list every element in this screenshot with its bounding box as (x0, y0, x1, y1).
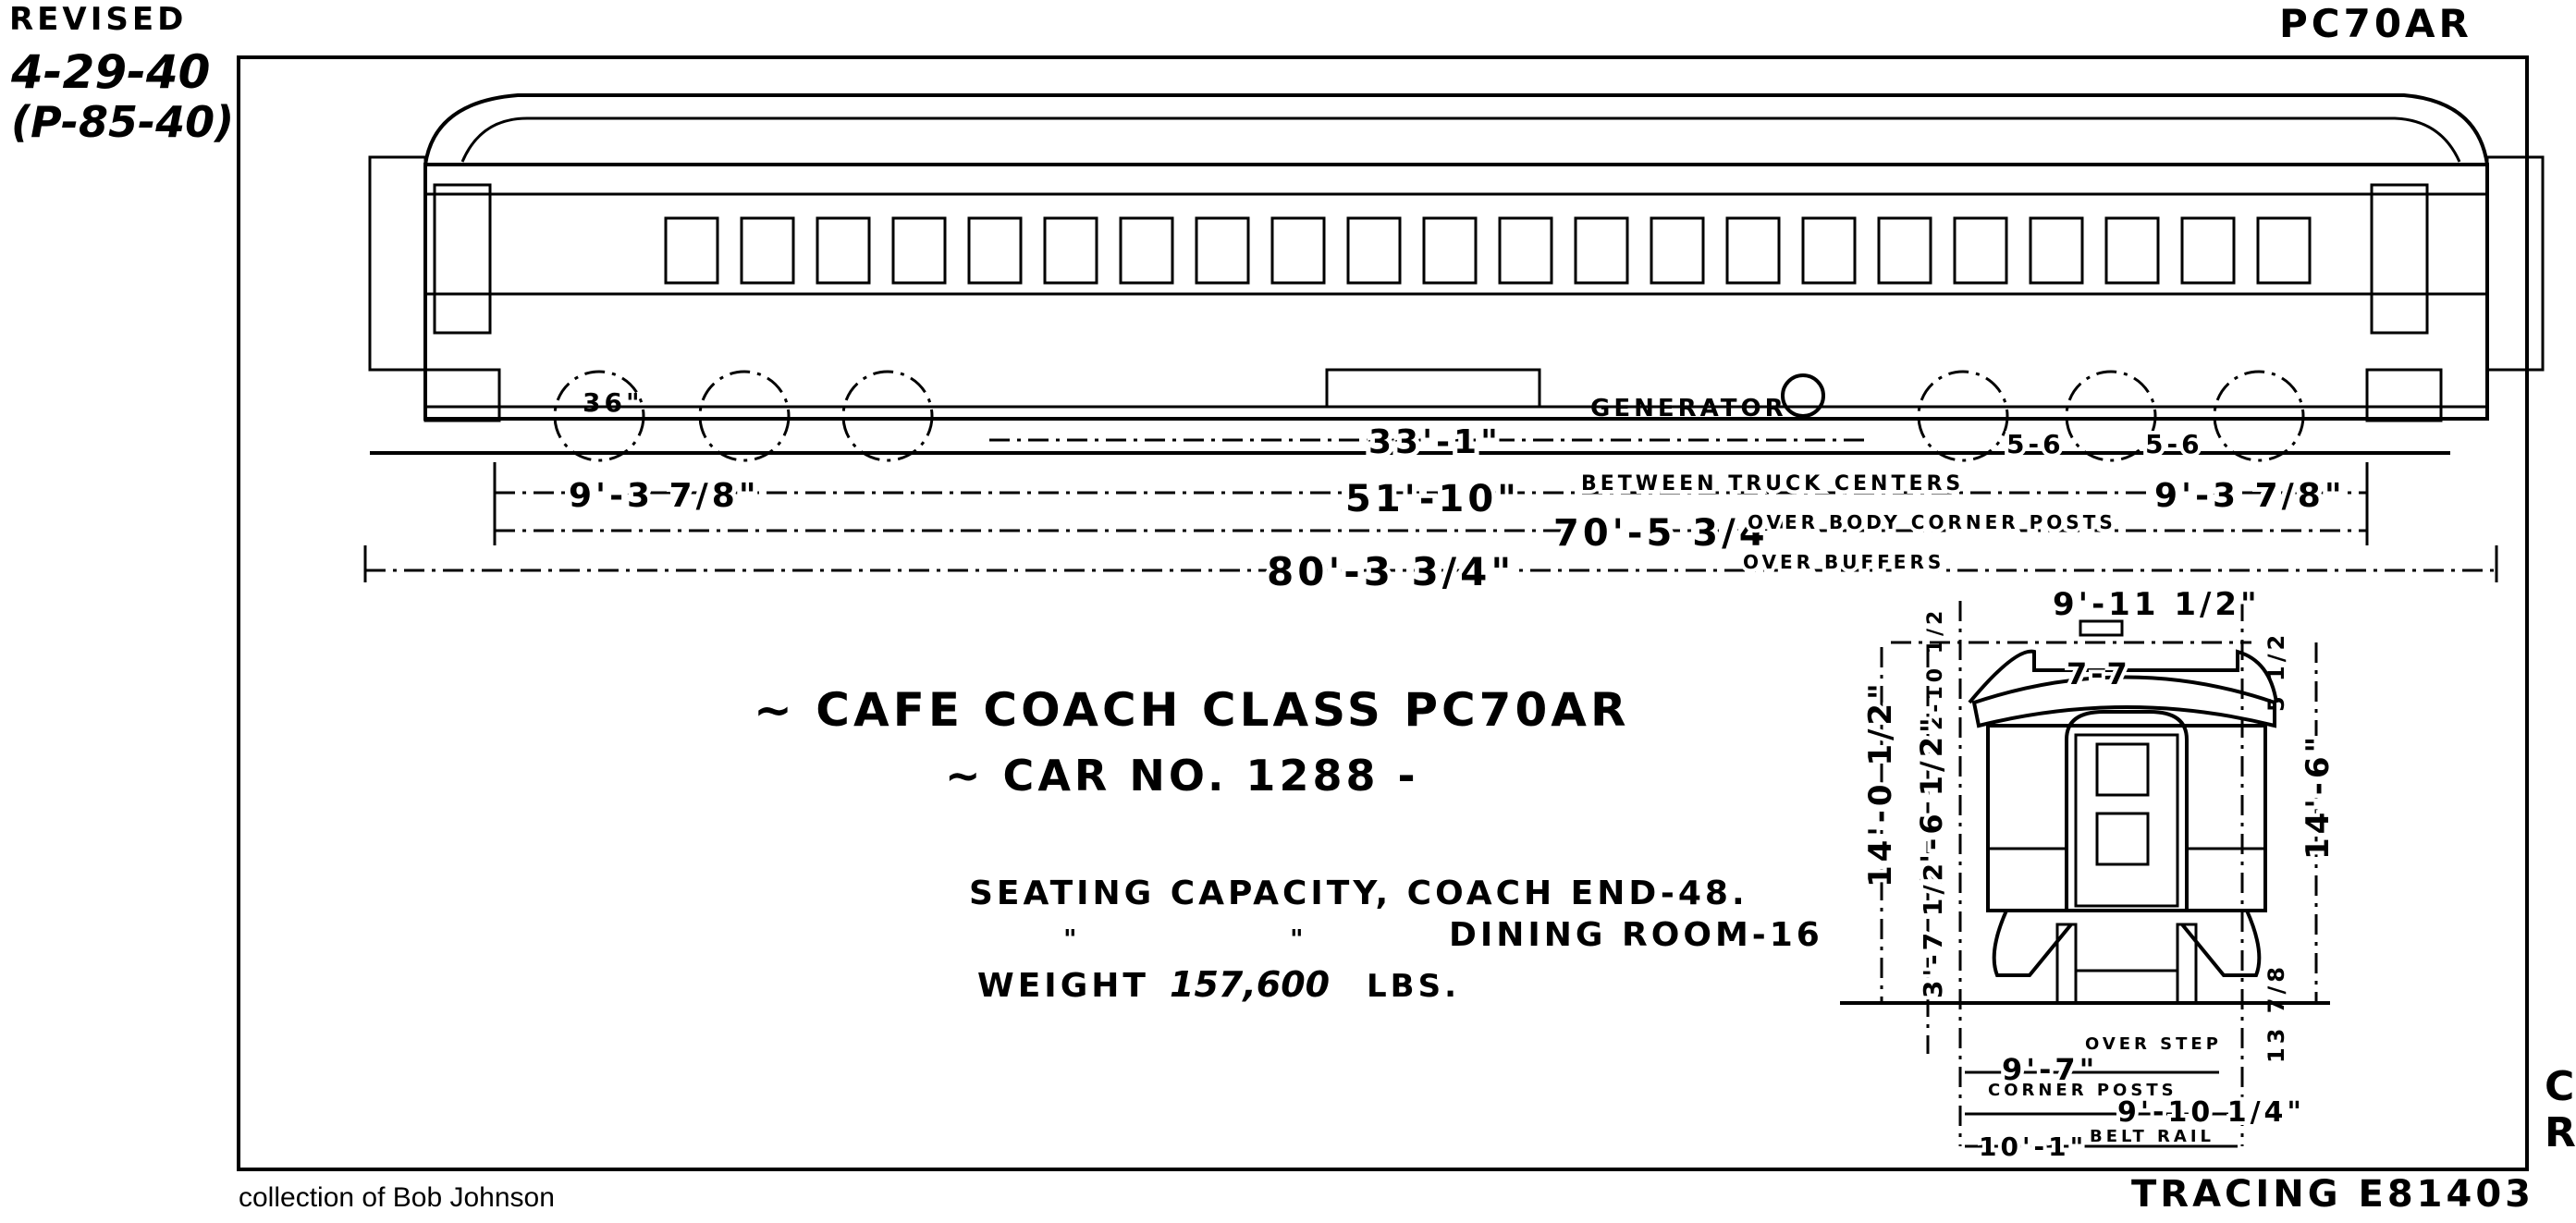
car-window (1574, 216, 1629, 285)
dimension-lines (363, 438, 2498, 582)
car-window (2029, 216, 2084, 285)
revised-note: REVISED (9, 1, 187, 38)
dim-truck-centers: 51'-10" (1345, 478, 1520, 520)
end-dim-7-6: 7'-6 1/2" (1914, 714, 1949, 887)
dim-buffers: 80'-3 3/4" (1267, 549, 1515, 594)
dim-truck-wheelbase-left: 9'-3 7/8" (569, 477, 760, 515)
car-window (1498, 216, 1553, 285)
end-dim-5-half: 5 1/2 (2263, 631, 2289, 712)
car-number: ~ CAR NO. 1288 - (945, 751, 1419, 801)
wheel (2065, 370, 2157, 462)
revision-date: 4-29-40 (10, 45, 210, 99)
dim-axle-a: 5-6 (2006, 429, 2065, 459)
dim-axle-b: 5-6 (2145, 429, 2203, 459)
car-window (1953, 216, 2008, 285)
car-window (967, 216, 1023, 285)
seating-capacity: SEATING CAPACITY, COACH END-48. (969, 874, 1748, 912)
belt-rail-value: 10'-1" (1979, 1131, 2087, 1162)
drawing-title: ~ CAFE COACH CLASS PC70AR (754, 683, 1629, 737)
weight-value: 157,600 (1170, 964, 1330, 1005)
end-roof-width: 7-7 (2067, 656, 2131, 691)
side-elevation (368, 93, 2545, 455)
car-window (1346, 216, 1402, 285)
car-window (2180, 216, 2236, 285)
car-window (1270, 216, 1326, 285)
car-window (2256, 216, 2312, 285)
wheel (553, 370, 645, 462)
end-dim-13-7-8: 13 7/8 (2263, 963, 2289, 1063)
drawing-code: PC70AR (2279, 1, 2472, 46)
dim-33-1: 33'-1" (1368, 423, 1502, 461)
ditto-mark-1: " (1063, 923, 1081, 954)
car-window (1195, 216, 1250, 285)
over-step-label: OVER STEP (2085, 1034, 2222, 1054)
over-step-value: 9'-7" (2002, 1052, 2098, 1087)
car-window (1725, 216, 1781, 285)
end-width-top: 9'-11 1/2" (2053, 586, 2261, 623)
corner-posts-label: OVER BODY CORNER POSTS (1748, 511, 2116, 533)
trucks (553, 370, 2305, 462)
car-window (891, 216, 947, 285)
revision-ref: (P-85-40) (11, 97, 234, 147)
wheel (698, 370, 791, 462)
corner-posts-end-value: 9'-10 1/4" (2117, 1096, 2305, 1129)
car-window (740, 216, 795, 285)
car-window (1043, 216, 1098, 285)
car-window (1877, 216, 1932, 285)
dim-truck-wheelbase-right: 9'-3 7/8" (2154, 477, 2346, 515)
weight-label: WEIGHT (977, 967, 1149, 1005)
border-frame (237, 55, 2529, 1171)
generator-icon (1781, 373, 1825, 418)
buffers-label: OVER BUFFERS (1743, 551, 1944, 573)
car-window (2104, 216, 2160, 285)
credit-line: collection of Bob Johnson (239, 1182, 555, 1213)
weight-unit: LBS. (1367, 968, 1460, 1005)
end-dim-2-10: 2-10 1/2 (1924, 607, 1947, 730)
car-window (664, 216, 719, 285)
tracing-number: TRACING E81403 (2131, 1173, 2534, 1216)
corner-posts-end-label: CORNER POSTS (1988, 1081, 2177, 1100)
edge-letter-2: R (2545, 1109, 2576, 1156)
end-dim-14-6: 14'-6" (2300, 733, 2337, 860)
car-window (1119, 216, 1174, 285)
dim-corner-posts: 70'-5 3/4" (1553, 512, 1791, 555)
car-window (1801, 216, 1857, 285)
belt-rail-label: BELT RAIL (2090, 1127, 2214, 1146)
end-dim-14-0: 14'-0 1/2" (1862, 679, 1899, 887)
wheel (841, 370, 934, 462)
end-elevation (1840, 601, 2330, 1148)
wheel (1917, 370, 2009, 462)
generator-label: GENERATOR (1590, 395, 1787, 422)
ditto-mark-2: " (1290, 923, 1307, 954)
edge-letter-1: C (2545, 1063, 2576, 1110)
car-window (816, 216, 871, 285)
truck-centers-label: BETWEEN TRUCK CENTERS (1581, 472, 1964, 495)
wheel-diameter-label: 36" (583, 387, 644, 418)
car-window (1650, 216, 1705, 285)
wheel (2213, 370, 2305, 462)
car-window (1422, 216, 1478, 285)
end-dim-3-7: 3'-7 1/2 (1918, 860, 1948, 998)
dining-capacity: DINING ROOM-16 (1449, 916, 1823, 954)
